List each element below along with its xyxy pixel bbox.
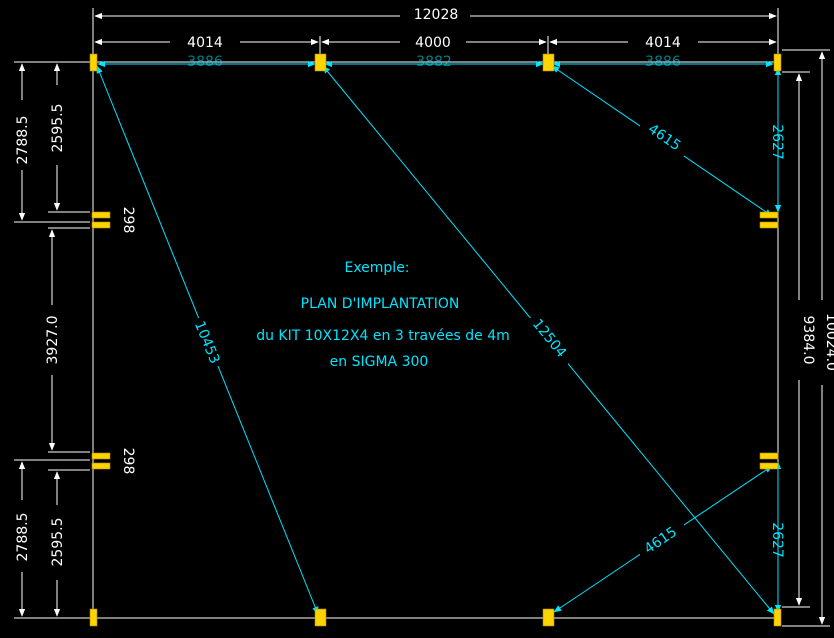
- post-top-2: [542, 53, 555, 72]
- diagonal-measurements: 10453 12504 4615 4615: [96, 65, 775, 615]
- post-left-bottom-b: [91, 462, 111, 470]
- dim-overall-width: 12028: [92, 7, 779, 58]
- post-bottom-1: [314, 608, 327, 627]
- inner-depth-label: 9384.0: [800, 316, 816, 365]
- note-title: PLAN D'IMPLANTATION: [301, 296, 460, 312]
- note-example: Exemple:: [344, 260, 409, 276]
- post-corner-top-right: [773, 53, 782, 72]
- post-top-1: [314, 53, 327, 72]
- left-top-outer-label: 2788.5: [15, 116, 31, 165]
- inner-1-label: 3886: [187, 54, 223, 70]
- left-middle-label: 3927.0: [45, 316, 61, 365]
- post-gap-bottom-label: 298: [120, 448, 136, 475]
- post-right-top-a: [759, 211, 779, 219]
- left-top-inner-label: 2595.5: [50, 104, 66, 153]
- bay-2-label: 4000: [415, 35, 451, 51]
- plan-note: Exemple: PLAN D'IMPLANTATION du KIT 10X1…: [256, 260, 510, 370]
- post-corner-bottom-left: [89, 608, 98, 627]
- note-kit: du KIT 10X12X4 en 3 travées de 4m: [256, 328, 510, 344]
- post-gap-top-label: 298: [120, 207, 136, 234]
- bay-3-label: 4014: [645, 35, 681, 51]
- note-material: en SIGMA 300: [330, 354, 429, 370]
- post-right-bottom-a: [759, 452, 779, 460]
- left-bottom-inner-label: 2595.5: [50, 518, 66, 567]
- post-right-top-b: [759, 221, 779, 229]
- post-corner-top-left: [89, 53, 98, 72]
- inner-3-label: 3886: [645, 54, 681, 70]
- overall-width-label: 12028: [414, 7, 459, 23]
- bay-1-label: 4014: [187, 35, 223, 51]
- right-top-label: 2627: [769, 124, 785, 160]
- post-corner-bottom-right: [773, 608, 782, 627]
- post-left-bottom-a: [91, 452, 111, 460]
- dim-bays: 4014 4000 4014: [94, 35, 777, 58]
- right-bottom-label: 2627: [769, 522, 785, 558]
- post-left-top-a: [91, 211, 111, 219]
- post-left-top-b: [91, 221, 111, 229]
- overall-depth-label: 10024.0: [823, 313, 834, 371]
- post-bottom-2: [542, 608, 555, 627]
- inner-2-label: 3882: [416, 54, 452, 70]
- post-right-bottom-b: [759, 462, 779, 470]
- posts: [89, 53, 782, 627]
- left-bottom-outer-label: 2788.5: [15, 513, 31, 562]
- dim-left: 2788.5 2595.5 3927.0 2788.5 2595.5 298 2…: [14, 61, 136, 619]
- dim-right: 10024.0 9384.0 2627 2627: [769, 49, 834, 627]
- dim-inner-top: 3886 3882 3886: [97, 54, 774, 70]
